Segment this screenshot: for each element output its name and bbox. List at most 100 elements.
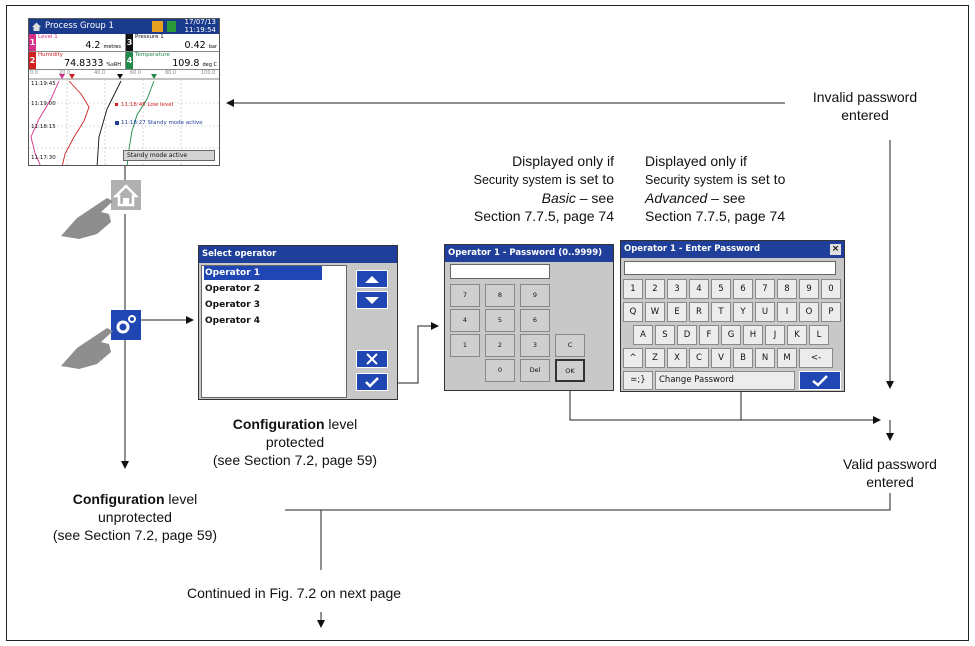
keyboard-key[interactable]: 3 (667, 279, 687, 299)
key-1[interactable]: 1 (450, 334, 480, 357)
continued-label: Continued in Fig. 7.2 on next page (187, 585, 402, 601)
keyboard-key[interactable]: C (689, 348, 709, 368)
scale-label: 20.0 (59, 70, 71, 76)
channel-name: Pressure 1 (135, 34, 164, 40)
keyboard-key[interactable]: 6 (733, 279, 753, 299)
scale-label: 0.0 (30, 70, 38, 76)
dialog-title: Operator 1 - Enter Password × (621, 241, 844, 258)
key-4[interactable]: 4 (450, 309, 480, 332)
channel-3-box: 3 Pressure 1 0.42 bar (125, 34, 219, 52)
keyboard-key[interactable]: J (765, 325, 785, 345)
key-ok[interactable]: OK (555, 359, 585, 382)
keyboard-key[interactable]: ^ (623, 348, 643, 368)
channel-name: Humidity (38, 52, 63, 58)
keyboard-key[interactable]: W (645, 302, 665, 322)
cancel-button[interactable] (356, 350, 388, 368)
time-label: 11:19:00 (31, 101, 56, 107)
keyboard-key[interactable]: H (743, 325, 763, 345)
change-password-key[interactable]: Change Password (655, 371, 795, 390)
keyboard-key[interactable]: 7 (755, 279, 775, 299)
channel-number: 3 (126, 34, 133, 51)
keyboard-key[interactable]: M (777, 348, 797, 368)
channel-1-box: 1 Level 1 4.2 metres (29, 34, 125, 52)
keyboard-key[interactable]: N (755, 348, 775, 368)
key-7[interactable]: 7 (450, 284, 480, 307)
keyboard-key[interactable]: D (677, 325, 697, 345)
scroll-up-button[interactable] (356, 270, 388, 288)
keyboard-key[interactable]: Y (733, 302, 753, 322)
keyboard-key[interactable]: 2 (645, 279, 665, 299)
event-message: 11:18:45 Low level (121, 102, 174, 108)
keyboard-key[interactable]: B (733, 348, 753, 368)
key-9[interactable]: 9 (520, 284, 550, 307)
keyboard-key[interactable]: 1 (623, 279, 643, 299)
scroll-down-button[interactable] (356, 291, 388, 309)
keyboard-key[interactable]: O (799, 302, 819, 322)
password-input[interactable] (624, 261, 836, 275)
keyboard-key[interactable]: F (699, 325, 719, 345)
advanced-security-note: Displayed only if Security system is set… (645, 153, 786, 224)
channel-value: 109.8 deg C (172, 58, 217, 69)
keyboard-key[interactable]: Z (645, 348, 665, 368)
key-6[interactable]: 6 (520, 309, 550, 332)
keyboard-key[interactable]: R (689, 302, 709, 322)
channel-name: Level 1 (38, 34, 58, 40)
keyboard-key[interactable]: 9 (799, 279, 819, 299)
scale-label: 80.0 (165, 70, 177, 76)
keyboard-key[interactable]: L (809, 325, 829, 345)
channel-number: 2 (29, 52, 36, 69)
keyboard-key[interactable]: 4 (689, 279, 709, 299)
key-clear[interactable]: C (555, 334, 585, 357)
configuration-unprotected-label: Configuration level unprotected (see Sec… (52, 491, 218, 543)
key-0[interactable]: 0 (485, 359, 515, 382)
symbols-key[interactable]: =;} (623, 371, 653, 390)
keyboard-key[interactable]: 5 (711, 279, 731, 299)
chart-scale: 0.0 20.0 40.0 60.0 80.0 100.0 (29, 70, 219, 78)
configuration-button-icon[interactable] (111, 310, 141, 340)
key-delete[interactable]: Del (520, 359, 550, 382)
operator-item[interactable]: Operator 4 (205, 316, 261, 326)
close-icon[interactable]: × (830, 244, 841, 255)
chart-traces (29, 74, 219, 165)
key-2[interactable]: 2 (485, 334, 515, 357)
operator-item[interactable]: Operator 3 (205, 300, 261, 310)
time-label: 11:17:30 (31, 155, 56, 161)
touch-hand-icon (57, 322, 117, 370)
key-5[interactable]: 5 (485, 309, 515, 332)
configuration-protected-label: Configuration level protected (see Secti… (212, 416, 378, 468)
scale-label: 100.0 (201, 70, 216, 76)
key-3[interactable]: 3 (520, 334, 550, 357)
keyboard-key[interactable]: I (777, 302, 797, 322)
keyboard-key[interactable]: U (755, 302, 775, 322)
keyboard-key[interactable]: Q (623, 302, 643, 322)
keyboard-key[interactable]: <- (799, 348, 833, 368)
keyboard-key[interactable]: A (633, 325, 653, 345)
confirm-button[interactable] (799, 371, 841, 390)
key-8[interactable]: 8 (485, 284, 515, 307)
home-small-icon (31, 21, 42, 32)
password-input[interactable] (450, 264, 550, 279)
confirm-button[interactable] (356, 373, 388, 391)
keyboard-key[interactable]: X (667, 348, 687, 368)
operator-item[interactable]: Operator 2 (205, 284, 261, 294)
home-button-icon[interactable] (111, 180, 141, 210)
keyboard-key[interactable]: P (821, 302, 841, 322)
time-label: 11:19:45 (31, 81, 56, 87)
keyboard-key[interactable]: K (787, 325, 807, 345)
keyboard-key[interactable]: G (721, 325, 741, 345)
operator-item[interactable]: Operator 1 (204, 266, 322, 280)
keyboard-key[interactable]: 0 (821, 279, 841, 299)
keyboard-key[interactable]: V (711, 348, 731, 368)
keyboard-key[interactable]: S (655, 325, 675, 345)
time-label: 11:18:15 (31, 124, 56, 130)
keyboard-key[interactable]: 8 (777, 279, 797, 299)
basic-password-dialog: Operator 1 - Password (0..9999) 7 8 9 4 … (444, 244, 614, 391)
channel-number: 1 (29, 34, 36, 51)
figure-frame (6, 5, 969, 641)
keyboard-key[interactable]: T (711, 302, 731, 322)
channel-value: 74.8333 %sRH (64, 58, 121, 69)
keyboard-key[interactable]: E (667, 302, 687, 322)
